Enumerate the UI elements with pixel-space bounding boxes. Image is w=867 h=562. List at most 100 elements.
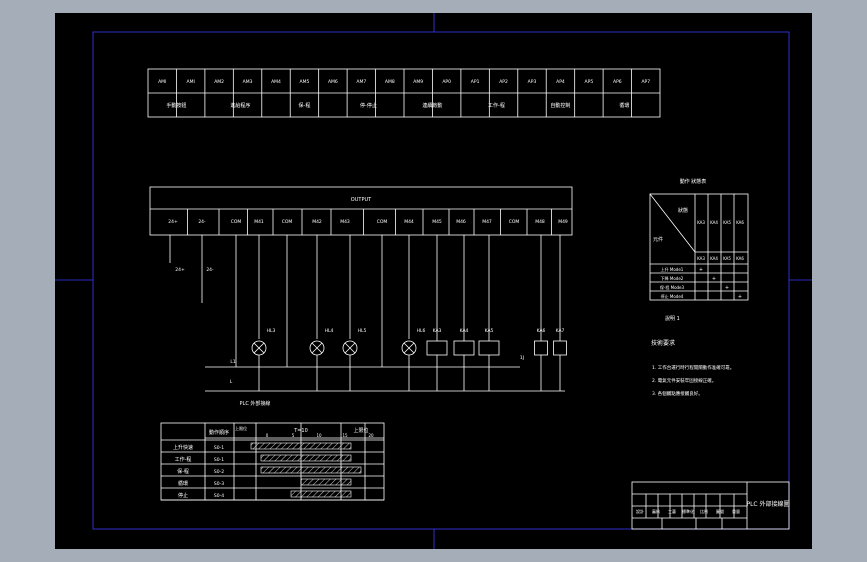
title-block-cell: 重量	[732, 508, 740, 514]
relay-table-title: 動作 狀態表	[680, 178, 707, 185]
input-address-label: AM6	[328, 79, 338, 85]
sequence-row-code: S0-2	[214, 469, 224, 475]
input-function-label: 工作-程	[488, 102, 505, 109]
coil-symbol	[426, 340, 448, 356]
relay-row-label: 下降 Mode2	[661, 275, 684, 281]
input-address-label: AP0	[442, 79, 451, 85]
relay-col-label: KA3	[697, 220, 705, 225]
relay-mark: +	[699, 267, 703, 273]
title-block-cell: 設計	[636, 508, 644, 514]
relay-col-label: KA5	[723, 220, 731, 225]
input-function-label: 保-程	[299, 102, 311, 109]
sequence-header-mid: T=10	[293, 428, 308, 434]
sequence-tick-label: 20	[368, 433, 374, 438]
output-terminal-label: 24-	[198, 219, 206, 225]
notes-item: 1. 工作台運行時行程開關動作准確可靠。	[652, 364, 734, 371]
input-address-label: AP3	[528, 79, 537, 85]
sequence-header-left: 動作順序	[209, 429, 229, 436]
wire-label-24plus: 24+	[175, 267, 185, 273]
input-address-label: AM8	[385, 79, 395, 85]
relay-row-label: 停止 Mode4	[661, 293, 684, 299]
relay-col-sub: KA5	[723, 256, 731, 261]
input-address-label: AMI	[187, 79, 195, 85]
lamp-label: HL5	[358, 328, 367, 334]
sequence-tick-label: 上限位	[235, 425, 247, 431]
output-block-frame	[149, 186, 573, 236]
sequence-row-name: 上升快速	[173, 444, 193, 451]
sequence-row-name: 保-程	[177, 468, 189, 475]
wire-label-24minus: 24-	[206, 267, 214, 273]
relay-col-label: KA6	[736, 220, 744, 225]
relay-col-label: KA4	[710, 220, 718, 225]
sequence-row-code: S0-1	[214, 445, 224, 451]
output-terminal-label: M49	[558, 219, 568, 225]
sequence-bar	[290, 490, 352, 498]
relay-col-sub: KA6	[736, 256, 744, 261]
input-address-label: AM3	[243, 79, 253, 85]
coil-symbol	[553, 340, 567, 356]
sequence-table-frame	[160, 422, 385, 501]
title-block-cell: 標準化	[682, 508, 694, 514]
relay-row-label: 上升 Mode1	[661, 266, 684, 272]
sequence-row-name: 循環	[178, 480, 188, 487]
sequence-tick-label: 5	[292, 433, 295, 438]
bus-label-l: L	[230, 379, 233, 385]
input-address-label: AP1	[471, 79, 480, 85]
sequence-row-code: S0-4	[214, 493, 224, 499]
sequence-bar	[250, 442, 352, 450]
relay-table-diagonal	[649, 193, 696, 253]
title-block-cell: 審核	[652, 508, 660, 514]
input-function-label: 進給程序	[230, 102, 250, 109]
sequence-bar	[300, 478, 352, 486]
output-terminal-label: M43	[340, 219, 350, 225]
sequence-bar	[260, 466, 362, 474]
bus-tag: 1J	[520, 355, 524, 361]
coil-label: KA7	[556, 328, 565, 334]
sequence-bar	[260, 454, 352, 462]
input-address-label: AM7	[356, 79, 366, 85]
input-address-label: AMI	[158, 79, 166, 85]
output-terminal-label: COM	[282, 219, 293, 225]
input-address-label: AP5	[585, 79, 594, 85]
input-address-label: AM5	[300, 79, 310, 85]
output-terminal-label: COM	[231, 219, 242, 225]
output-terminal-label: M46	[456, 219, 466, 225]
output-terminal-label: COM	[377, 219, 388, 225]
input-address-label: AP7	[641, 79, 650, 85]
coil-symbol	[478, 340, 500, 356]
notes-item: 2. 電氣元件安裝牢固接線正確。	[652, 377, 716, 384]
lamp-label: HL6	[417, 328, 426, 334]
output-terminal-label: M48	[535, 219, 545, 225]
title-block-cell: 工藝	[668, 508, 676, 514]
relay-diag-top: 狀態	[678, 207, 688, 214]
coil-label: KA3	[433, 328, 442, 334]
output-terminal-label: M45	[432, 219, 442, 225]
output-terminal-label: M41	[254, 219, 264, 225]
input-function-label: 連續啟動	[422, 102, 442, 109]
input-function-label: 停-停止	[360, 102, 377, 109]
bus-label-l1: L1	[230, 359, 236, 365]
relay-mark: +	[725, 285, 729, 291]
relay-table-frame	[649, 193, 749, 301]
input-function-label: 自動控制	[550, 102, 570, 109]
lamp-cross	[311, 342, 323, 354]
lamp-label: HL4	[325, 328, 334, 334]
relay-col-sub: KA3	[697, 256, 705, 261]
input-function-label: 循環	[619, 102, 629, 109]
sequence-tick-label: 15	[342, 433, 348, 438]
sequence-tick-label: 0	[266, 433, 269, 438]
sequence-row-name: 停止	[178, 492, 188, 499]
relay-mark: +	[738, 294, 742, 300]
output-terminal-label: M47	[482, 219, 492, 225]
input-address-label: AP4	[556, 79, 565, 85]
coil-label: KA4	[460, 328, 469, 334]
output-caption: PLC 外部接線	[240, 400, 271, 407]
input-address-label: AM4	[271, 79, 281, 85]
coil-label: KA6	[537, 328, 546, 334]
relay-col-sub: KA4	[710, 256, 718, 261]
sequence-tick-label: 10	[316, 433, 322, 438]
input-address-label: AP2	[499, 79, 508, 85]
relay-row-label: 保-程 Mode3	[660, 284, 685, 290]
